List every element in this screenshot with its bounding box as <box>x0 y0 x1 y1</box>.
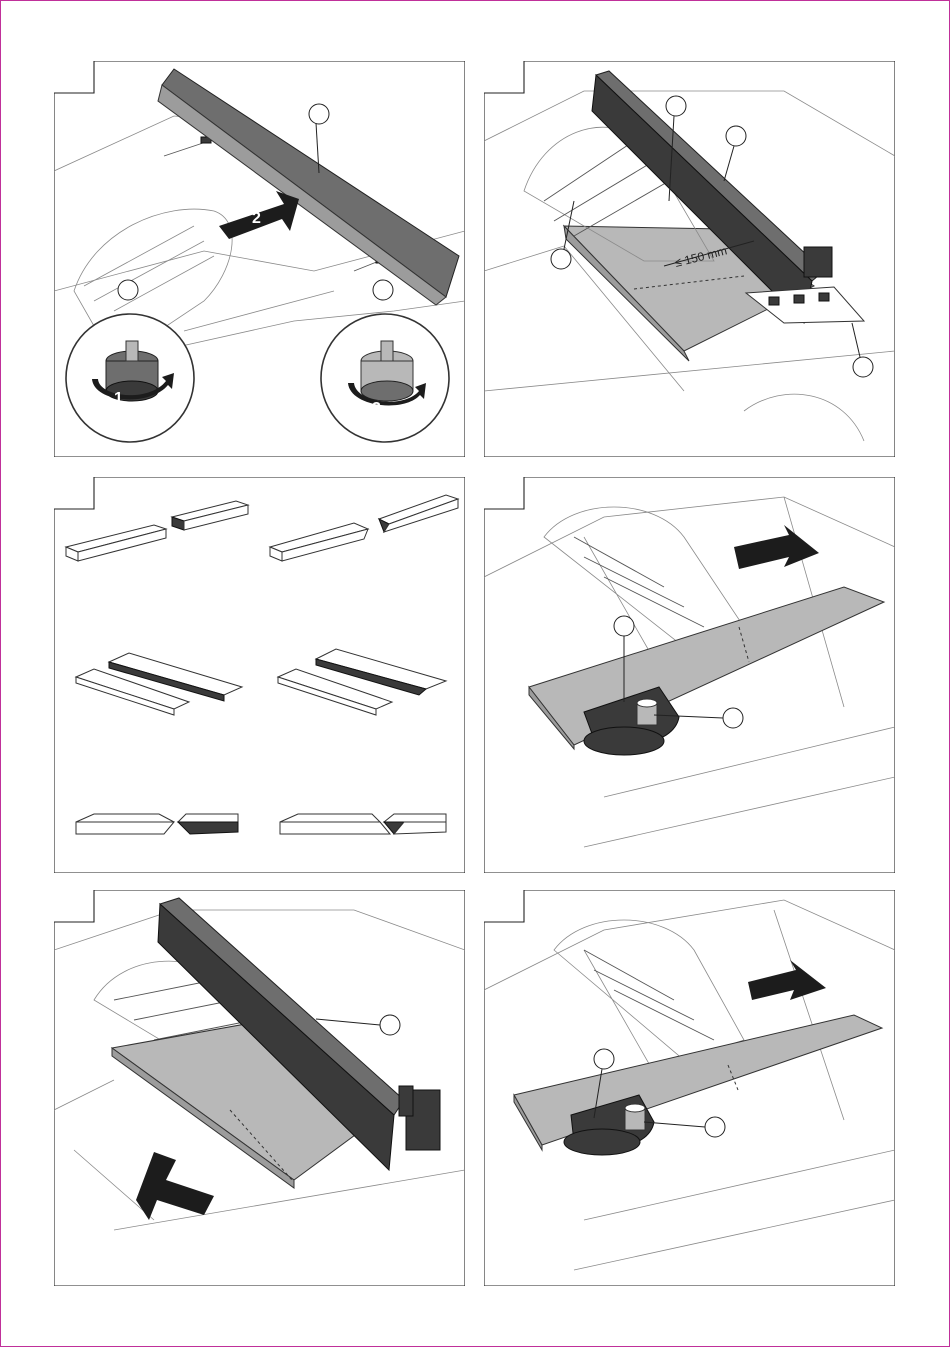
callout-lock-knob <box>723 708 743 728</box>
callout-fence <box>380 1015 400 1035</box>
figure-panel-rip-fence: ≤ 150 mm <box>484 61 895 457</box>
callout-push-stick <box>853 357 873 377</box>
callout-fence <box>726 126 746 146</box>
figure-panel-rip-push <box>54 890 465 1286</box>
callout-lock-knob <box>705 1117 725 1137</box>
callout-guard <box>666 96 686 116</box>
figure-panel-crosscut-mitre <box>484 477 895 873</box>
callout-mitre-gauge <box>594 1049 614 1069</box>
step-1-label: 1 <box>114 390 123 407</box>
figure-panel-cut-types <box>54 477 465 873</box>
callout-blade <box>551 249 571 269</box>
callout-knob-right <box>373 280 393 300</box>
callout-mitre-gauge <box>614 616 634 636</box>
step-3-label: 3 <box>372 400 381 417</box>
figure-panel-crosscut-mitre-2 <box>484 890 895 1286</box>
figure-panel-guard-install: 2 1 3 <box>54 61 465 457</box>
callout-guard <box>309 104 329 124</box>
step-2-label: 2 <box>252 210 261 227</box>
callout-knob-left <box>118 280 138 300</box>
